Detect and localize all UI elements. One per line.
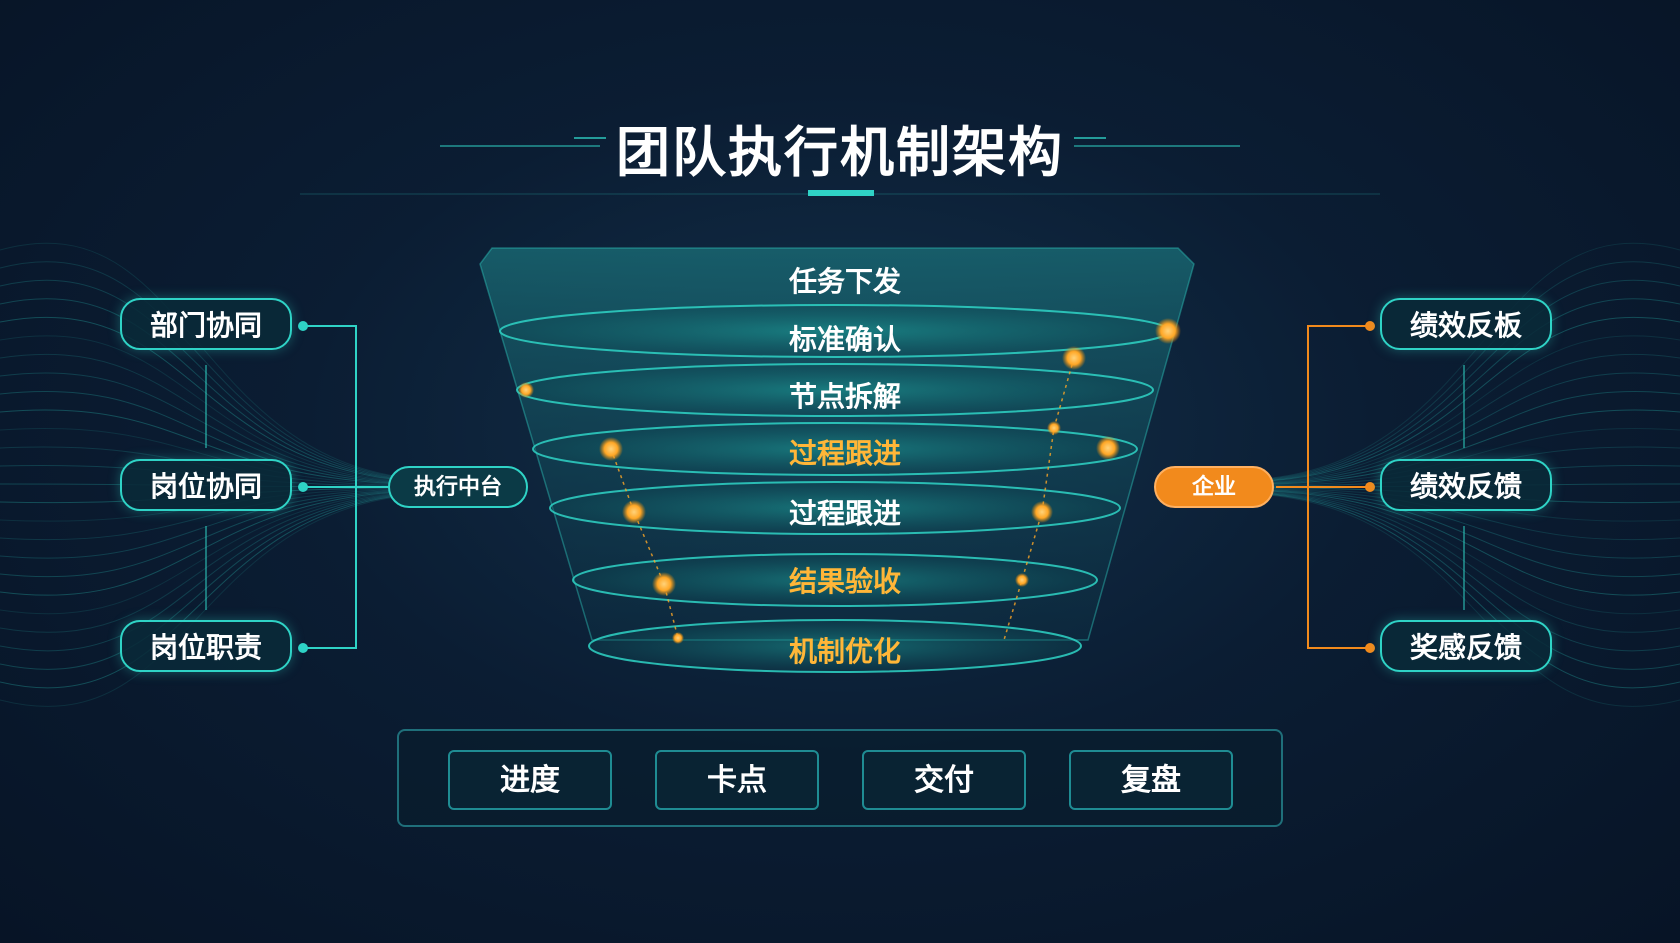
wave-line [0,489,421,578]
bottom-item-progress: 进度 [448,750,612,810]
wave-line [1259,372,1680,484]
funnel-layer-label: 结果验收 [788,565,901,598]
wave-line [1259,298,1680,482]
wave-line [1259,316,1680,483]
wave-line [1259,488,1680,559]
right-item-perf-board: 绩效反板 [1380,298,1552,350]
funnel-layer-label: 机制优化 [788,635,901,668]
funnel-layer-label: 任务下发 [788,265,901,298]
orange-dot [1155,318,1181,344]
wave-line [1259,353,1680,484]
left-item-post-collab: 岗位协同 [120,459,292,511]
bottom-item-review: 复盘 [1069,750,1233,810]
left-hub-label: 执行中台 [413,475,502,500]
funnel-ring [588,619,1082,673]
funnel-ring [572,553,1098,607]
left-item-label: 岗位职责 [149,631,262,664]
right-wave-lines [1259,242,1680,707]
wave-line [0,488,421,541]
wave-line [1259,490,1680,596]
left-hub: 执行中台 [388,466,528,508]
right-hub: 企业 [1154,466,1274,508]
wave-line [0,335,421,483]
wave-line [0,490,421,596]
orange-dot [652,572,676,596]
wave-line [0,492,421,670]
wave-line [0,488,421,559]
right-item-perf-feedback: 绩效反馈 [1380,459,1552,511]
left-item-label: 岗位协同 [149,470,262,503]
bottom-item-delivery: 交付 [862,750,1026,810]
wave-line [1259,335,1680,483]
funnel-rings [499,304,1171,673]
orange-dot [518,382,534,398]
funnel-layer-label: 节点拆解 [788,380,901,413]
wave-line [0,490,421,615]
wave-line [0,279,421,481]
wave-line [0,316,421,483]
funnel-layer-label: 标准确认 [788,323,901,356]
wave-line [1259,491,1680,652]
title-decoration [300,137,1380,196]
right-connectors [1276,321,1465,653]
orange-dot [622,500,646,524]
funnel-ring [549,481,1121,535]
right-item-label: 绩效反板 [1409,309,1522,342]
right-hub-label: 企业 [1191,475,1236,500]
right-item-reward-feedback: 奖感反馈 [1380,620,1552,672]
wave-line [1259,491,1680,633]
wave-line [0,298,421,482]
wave-line [1259,493,1680,707]
left-item-post-duty: 岗位职责 [120,620,292,672]
wave-line [1259,409,1680,486]
page-title: 团队执行机制架构 [616,121,1064,184]
funnel-layer-label: 过程跟进 [788,497,901,530]
wave-line [0,427,421,486]
orange-dot [1096,436,1120,460]
orange-dot [1047,421,1061,435]
bottom-panel: 进度 卡点 交付 复盘 [397,729,1283,827]
wave-line [1259,492,1680,670]
wave-line [1259,279,1680,481]
wave-line [0,409,421,486]
right-item-label: 绩效反馈 [1409,470,1522,503]
wave-line [1259,488,1680,541]
orange-dot [599,437,623,461]
left-item-dept-collab: 部门协同 [120,298,292,350]
right-item-label: 奖感反馈 [1409,631,1522,664]
orange-dot [1062,346,1086,370]
wave-line [0,491,421,652]
wave-line [1259,493,1680,689]
wave-line [0,372,421,484]
funnel-ring [516,363,1154,417]
wave-line [1259,390,1680,485]
wave-line [0,493,421,689]
orange-dot [672,632,684,644]
bottom-item-blocker: 卡点 [655,750,819,810]
left-item-label: 部门协同 [149,309,262,342]
progress-dots [518,318,1181,644]
wave-line [1259,489,1680,578]
wave-line [1259,242,1680,480]
orange-dot [1031,501,1053,523]
left-connectors [205,321,390,653]
wave-line [0,390,421,485]
wave-line [0,353,421,484]
funnel-ring [532,422,1138,476]
orange-dot [1015,573,1029,587]
funnel-layer-label: 过程跟进 [788,437,901,470]
wave-line [0,491,421,633]
wave-line [1259,427,1680,486]
wave-line [1259,490,1680,615]
